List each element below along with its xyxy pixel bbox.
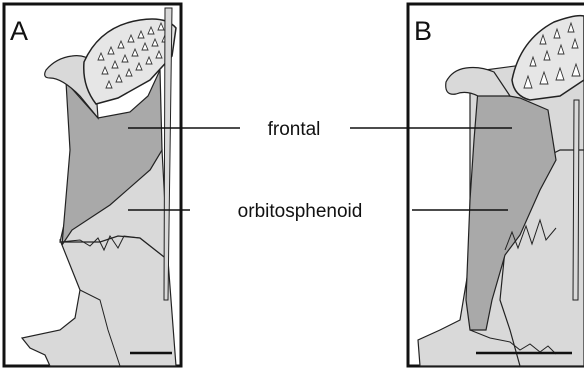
orbitosphenoid-label: orbitosphenoid — [238, 201, 363, 222]
panel-a: A — [4, 4, 181, 366]
panel-b-rod — [573, 100, 579, 300]
panel-b: B — [408, 4, 584, 366]
panel-a-label: A — [10, 16, 28, 46]
frontal-label: frontal — [268, 119, 321, 140]
panel-b-label: B — [414, 16, 432, 46]
